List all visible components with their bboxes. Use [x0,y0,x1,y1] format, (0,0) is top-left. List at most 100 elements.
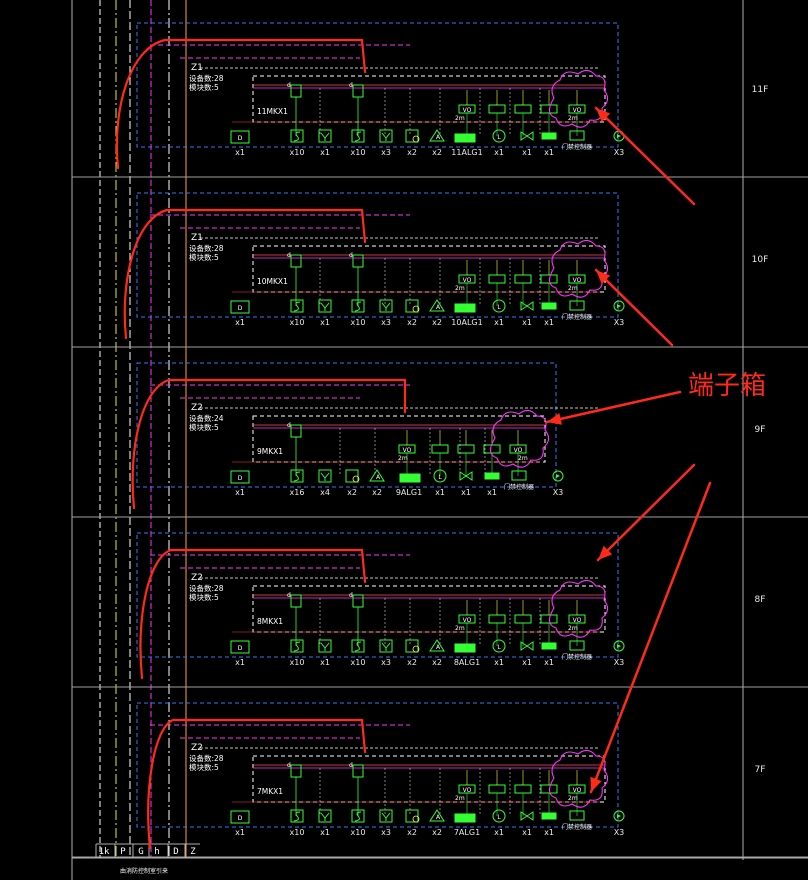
alarm-button-mark: A [376,474,381,481]
device-count-label: x2 [432,318,442,327]
heat-detector-mark [320,642,330,651]
flow-switch [484,472,500,480]
red-markup-loop [123,208,367,340]
smoke-detector-mark [293,641,301,652]
device-count: 设备数:28 [189,73,224,83]
alarm-bell-box [399,473,421,483]
heat-detector [318,299,332,313]
device-count-label: x1 [461,488,471,497]
alarm-button-mark: A [436,304,441,311]
device-count-label: x1 [235,318,245,327]
device-count-label: x2 [432,828,442,837]
alarm-button [429,299,445,312]
heat-detector-mark [320,132,330,141]
heat-detector-mark [381,642,391,651]
smoke-detector [351,639,365,653]
door-controller-box [569,640,585,651]
heat-detector [379,809,393,823]
device-count-label: x10 [290,828,305,837]
io-module-label: VO [573,617,582,624]
alarm-bell-box [454,133,476,143]
heat-detector-mark [320,812,330,821]
heat-detector [379,639,393,653]
heat-detector [318,809,332,823]
flow-switch [541,132,557,140]
module-mark: d [287,82,291,89]
light-indicator-label: L [497,134,501,141]
alarm-bell-box [454,643,476,653]
heat-detector [318,469,332,483]
device-count-label: X3 [614,318,625,327]
valve-symbol [520,131,534,141]
smoke-detector-mark [293,301,301,312]
device-count-label: x1 [320,828,330,837]
module-small-label: 2m [568,285,578,292]
module-mark: d [287,592,291,599]
io-module-label: VO [514,447,523,454]
heat-detector-mark [381,132,391,141]
device-count-label: x1 [494,828,504,837]
device-count-label: x1 [522,828,532,837]
device-count-label: x1 [544,148,554,157]
device-count-label: x1 [494,658,504,667]
device-count-label: x1 [522,318,532,327]
arrow-to-7f-box-head [590,776,602,792]
speaker-mark [617,814,621,818]
alarm-button [429,809,445,822]
d-device-label: D [238,135,243,142]
speaker-symbol [613,300,625,312]
red-markup-loop [115,38,367,170]
combo-detector-mark [352,475,360,483]
alarm-group-label: 11ALG1 [451,148,482,157]
combo-detector [345,469,359,483]
io-module-label: VO [573,787,582,794]
heat-detector-mark [381,812,391,821]
alarm-button [429,129,445,142]
arrow-to-10f-box [594,268,674,347]
heat-detector [379,129,393,143]
device-count-label: x10 [290,318,305,327]
door-controller-box [569,130,585,141]
device-count-label: x2 [432,148,442,157]
red-markup-loop [139,548,367,680]
arrow-to-11f-box-head [596,108,611,123]
smoke-detector [290,299,304,313]
d-device-box [230,470,250,484]
device-count-label: x1 [320,318,330,327]
smoke-detector-mark [354,811,362,822]
bus-label: G [138,847,143,857]
device-count: 设备数:28 [189,243,224,253]
device-count-label: x2 [407,318,417,327]
arrow-to-9f-box-head [547,413,562,425]
bus-label: h [154,847,159,857]
light-indicator-label: L [497,814,501,821]
red-markup-overlay [115,38,712,850]
flow-switch [541,642,557,650]
module-count: 模块数:5 [189,762,219,772]
device-count-label: X3 [614,658,625,667]
arrow-to-11f-box [594,106,696,206]
d-device-label: D [238,645,243,652]
floor-label: 8F [755,595,766,605]
device-count-label: x10 [351,828,366,837]
light-indicator [492,299,506,313]
device-count-label: x2 [407,148,417,157]
annotation-text: 端子箱 [688,371,766,401]
device-count-label: x10 [351,318,366,327]
combo-detector [405,129,419,143]
bus-label: Z [190,847,196,857]
arrow-to-8f-box-head [598,545,613,560]
light-indicator [492,809,506,823]
device-count-label: x1 [522,658,532,667]
device-count: 设备数:24 [189,413,224,423]
zone-label: Z1 [191,63,203,73]
module-mark: d [287,252,291,259]
combo-detector-mark [412,815,420,823]
zone-boundary [136,702,619,828]
alarm-group-label: 7ALG1 [454,828,480,837]
